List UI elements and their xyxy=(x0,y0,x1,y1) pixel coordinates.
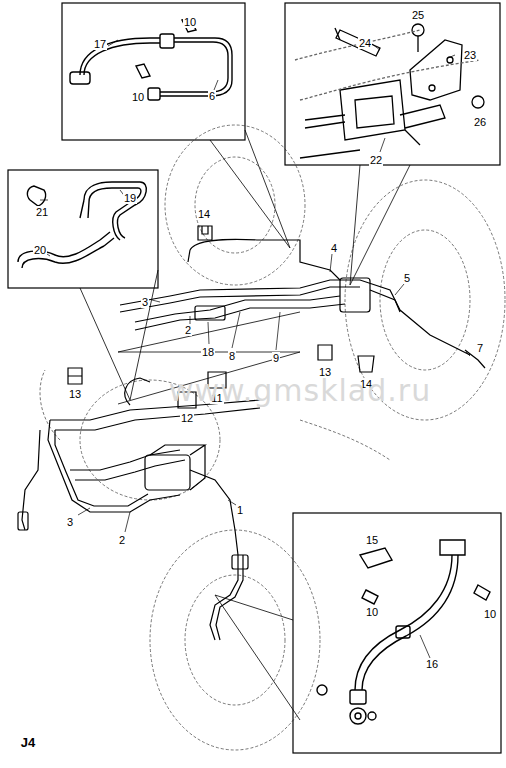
callout-number: 16 xyxy=(425,658,439,670)
callout-number: 19 xyxy=(123,192,137,204)
callout-number: 26 xyxy=(473,116,487,128)
callout-number: 22 xyxy=(369,154,383,166)
callout-number: 3 xyxy=(141,296,149,308)
callout-number: 25 xyxy=(411,9,425,21)
callout-number: 24 xyxy=(358,37,372,49)
figure-code: J4 xyxy=(21,735,35,750)
callout-number: 14 xyxy=(197,208,211,220)
callout-number: 7 xyxy=(476,342,484,354)
callout-number: 21 xyxy=(35,206,49,218)
watermark: www.gmsklad.ru xyxy=(169,373,431,408)
callout-number: 23 xyxy=(463,49,477,61)
callout-number: 10 xyxy=(483,608,497,620)
callout-number: 10 xyxy=(183,16,197,28)
callout-number: 4 xyxy=(330,242,338,254)
callout-number: 2 xyxy=(184,324,192,336)
callout-number: 1 xyxy=(236,504,244,516)
callout-number: 5 xyxy=(403,272,411,284)
callout-number: 10 xyxy=(131,91,145,103)
callout-number: 2 xyxy=(118,534,126,546)
callout-number: 12 xyxy=(180,412,194,424)
callout-number: 3 xyxy=(66,516,74,528)
callout-number: 17 xyxy=(93,38,107,50)
callout-number: 6 xyxy=(208,90,216,102)
callout-number: 13 xyxy=(68,388,82,400)
callout-number: 20 xyxy=(33,244,47,256)
callout-number: 15 xyxy=(365,534,379,546)
callout-number: 18 xyxy=(201,346,215,358)
callout-number: 8 xyxy=(228,350,236,362)
callout-number: 9 xyxy=(272,352,280,364)
callout-number: 10 xyxy=(365,606,379,618)
